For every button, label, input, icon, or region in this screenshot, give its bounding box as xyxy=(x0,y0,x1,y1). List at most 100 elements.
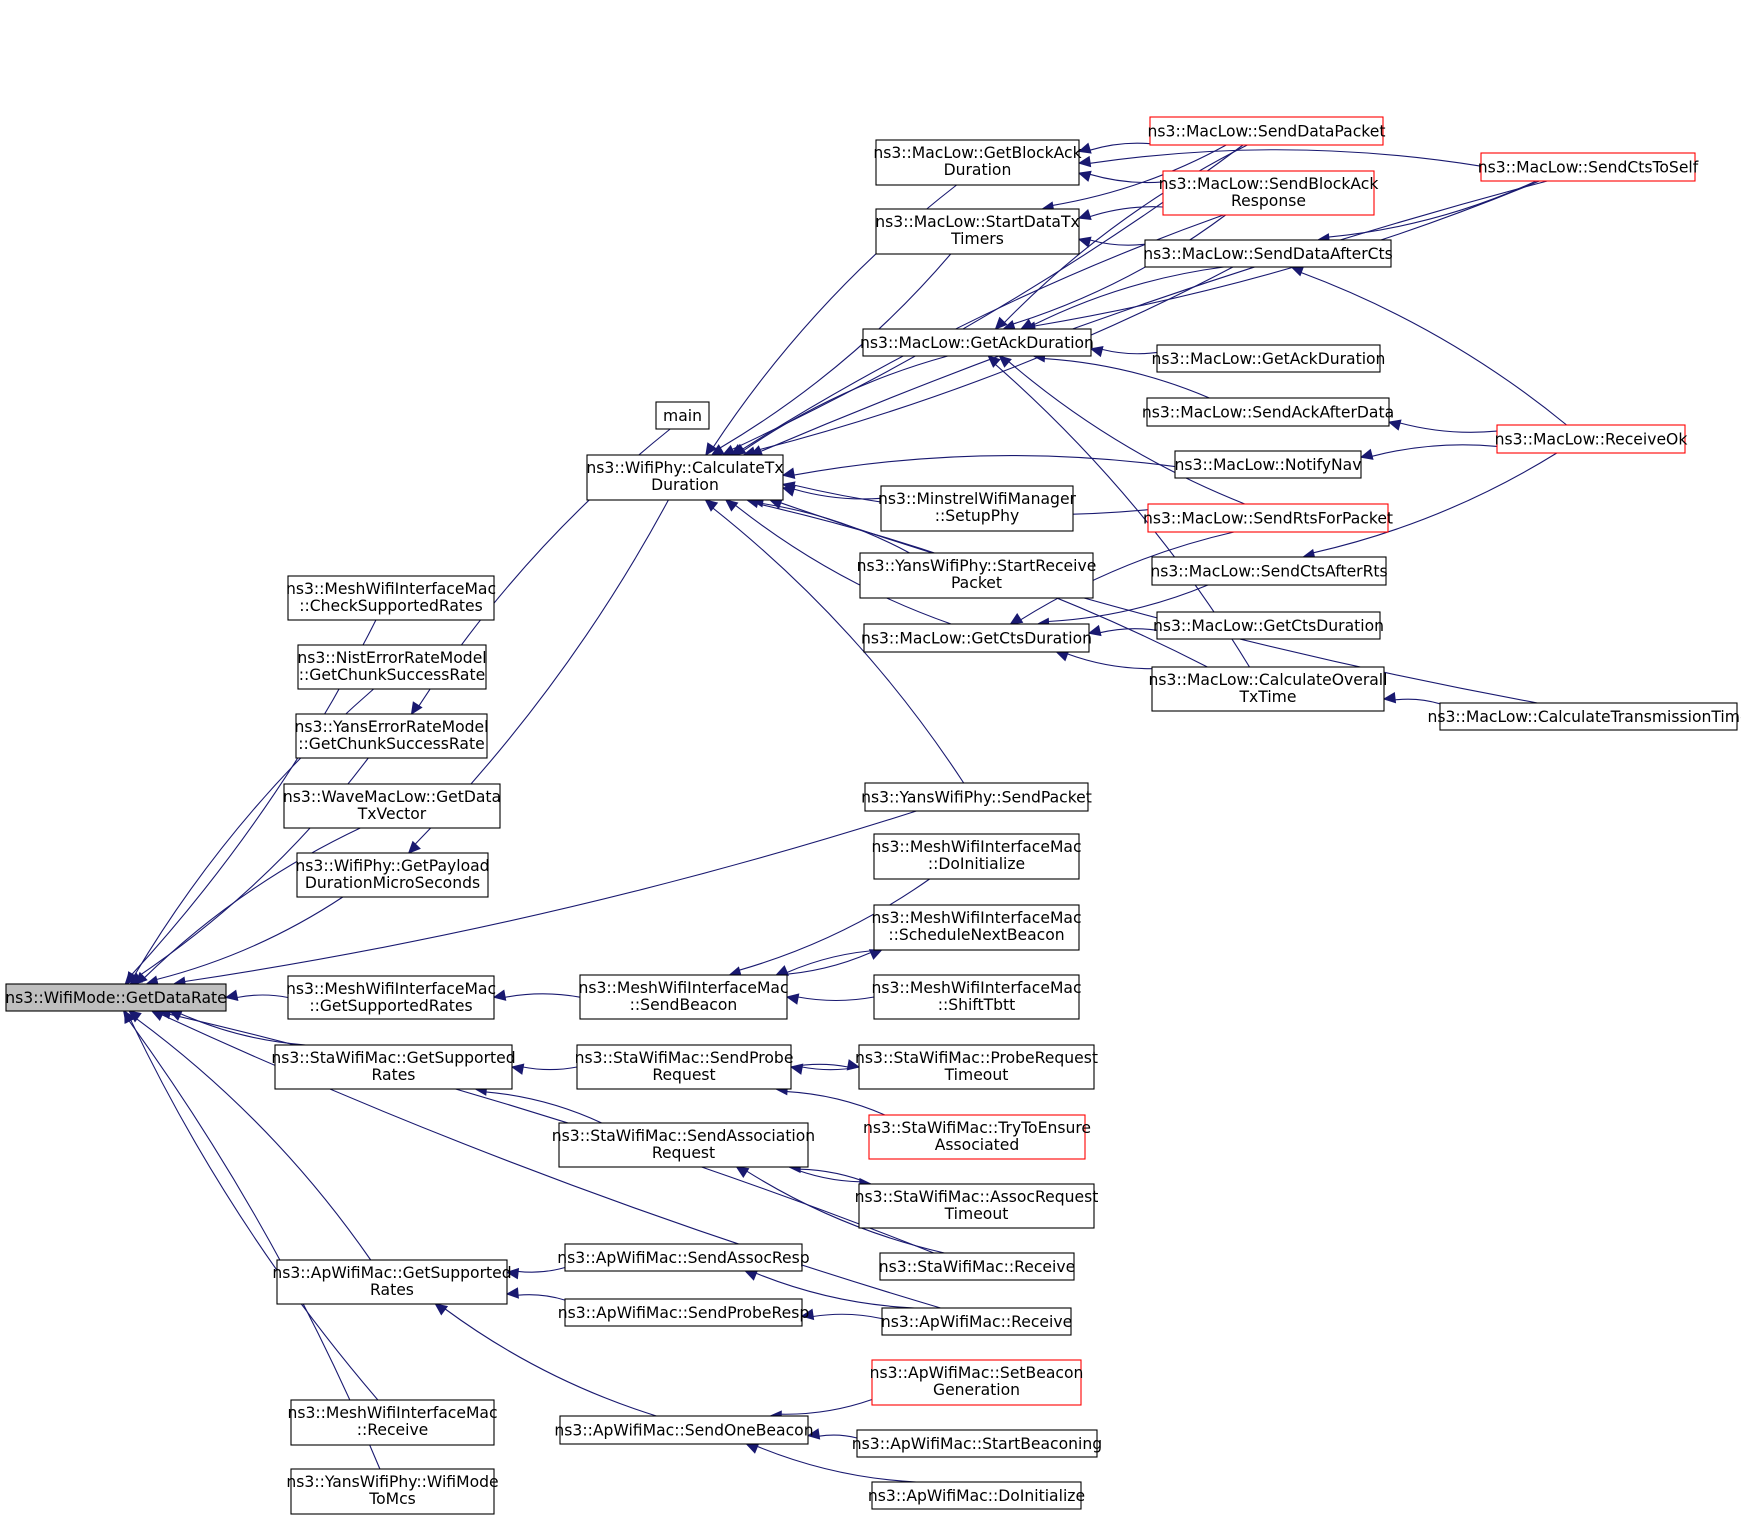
edge-line xyxy=(735,504,952,625)
edge-line xyxy=(1313,452,1558,554)
edge-line xyxy=(786,949,882,974)
function-node[interactable]: ns3::MacLow::SendCtsAfterRts xyxy=(1150,556,1388,586)
function-node[interactable]: ns3::MeshWifiInterfaceMac::GetSupportedR… xyxy=(286,975,496,1020)
function-node[interactable]: ns3::WifiPhy::GetPayloadDurationMicroSec… xyxy=(295,852,490,898)
node-label: main xyxy=(663,407,702,425)
node-box xyxy=(287,975,495,1020)
call-edge xyxy=(1055,650,1153,670)
function-node[interactable]: ns3::MeshWifiInterfaceMac::DoInitialize xyxy=(871,833,1082,880)
function-node[interactable]: ns3::ApWifiMac::SendProbeResp xyxy=(558,1298,810,1327)
function-node[interactable]: ns3::ApWifiMac::DoInitialize xyxy=(868,1481,1085,1510)
node-box xyxy=(1151,666,1385,712)
edge-arrowhead xyxy=(987,355,1001,368)
function-node[interactable]: ns3::ApWifiMac::GetSupportedRates xyxy=(272,1259,512,1305)
edge-line xyxy=(757,1445,917,1483)
edge-arrowhead xyxy=(781,481,796,493)
node-label: Request xyxy=(652,1144,715,1162)
function-node[interactable]: ns3::MacLow::SendDataAfterCts xyxy=(1143,239,1393,268)
function-node[interactable]: ns3::ApWifiMac::StartBeaconing xyxy=(852,1429,1102,1458)
edge-arrowhead xyxy=(410,701,423,716)
node-label: ns3::MeshWifiInterfaceMac xyxy=(287,1404,497,1422)
edge-arrowhead xyxy=(744,1269,759,1281)
function-node[interactable]: ns3::ApWifiMac::Receive xyxy=(881,1307,1072,1336)
call-edge xyxy=(1290,265,1567,426)
function-node[interactable]: ns3::MacLow::SendAckAfterData xyxy=(1142,397,1394,427)
node-box xyxy=(868,1114,1086,1160)
call-edge xyxy=(735,1166,945,1254)
function-node[interactable]: ns3::ApWifiMac::SendOneBeacon xyxy=(554,1415,814,1445)
edge-arrowhead xyxy=(505,1287,519,1299)
node-label: ns3::MacLow::CalculateTransmissionTime xyxy=(1427,708,1741,726)
edge-line xyxy=(1067,653,1153,670)
function-node[interactable]: ns3::MeshWifiInterfaceMac::ScheduleNextB… xyxy=(871,904,1082,951)
node-label: ns3::MacLow::GetAckDuration xyxy=(860,334,1094,352)
function-node[interactable]: ns3::MeshWifiInterfaceMac::Receive xyxy=(287,1399,498,1446)
edge-arrowhead xyxy=(1290,265,1305,277)
function-node[interactable]: ns3::MacLow::GetCtsDuration xyxy=(1153,611,1384,640)
root-node[interactable]: ns3::WifiMode::GetDataRate xyxy=(5,983,227,1012)
node-label: ns3::MacLow::StartDataTx xyxy=(875,213,1079,231)
function-node[interactable]: ns3::MacLow::SendRtsForPacket xyxy=(1143,503,1393,533)
function-node[interactable]: ns3::ApWifiMac::SendAssocResp xyxy=(557,1243,810,1272)
node-box xyxy=(879,1252,1075,1281)
edge-line xyxy=(743,355,948,451)
node-label: Timeout xyxy=(944,1066,1009,1084)
node-label: ns3::StaWifiMac::ProbeRequest xyxy=(855,1049,1098,1067)
node-label: ::ShiftTbtt xyxy=(938,996,1016,1014)
node-label: ns3::MacLow::SendCtsToSelf xyxy=(1478,159,1699,177)
node-box xyxy=(1147,503,1389,533)
node-label: ns3::MeshWifiInterfaceMac xyxy=(871,909,1081,927)
edge-line xyxy=(1371,444,1498,457)
node-box xyxy=(858,1183,1095,1229)
function-node[interactable]: ns3::MacLow::GetCtsDuration xyxy=(861,623,1092,653)
node-box xyxy=(564,1243,803,1272)
edge-line xyxy=(760,180,1548,452)
function-node[interactable]: ns3::StaWifiMac::Receive xyxy=(879,1252,1075,1281)
node-box xyxy=(1144,239,1392,268)
function-node[interactable]: ns3::MeshWifiInterfaceMac::CheckSupporte… xyxy=(286,575,496,621)
node-box xyxy=(1156,344,1381,373)
function-node[interactable]: ns3::YansErrorRateModel::GetChunkSuccess… xyxy=(295,713,489,759)
node-box xyxy=(290,1399,495,1446)
function-node[interactable]: ns3::MeshWifiInterfaceMac::ShiftTbtt xyxy=(871,974,1082,1020)
node-box xyxy=(871,1481,1082,1510)
function-node[interactable]: main xyxy=(655,401,710,430)
function-node[interactable]: ns3::MacLow::GetAckDuration xyxy=(1152,344,1386,373)
edge-arrowhead xyxy=(806,1428,821,1440)
function-node[interactable]: ns3::YansWifiPhy::SendPacket xyxy=(861,782,1092,812)
edge-line xyxy=(517,1294,566,1301)
call-edge xyxy=(998,355,1246,505)
edge-arrowhead xyxy=(434,1303,449,1316)
node-label: ns3::MacLow::GetCtsDuration xyxy=(1153,617,1384,635)
node-box xyxy=(881,1307,1072,1336)
edge-line xyxy=(780,502,1538,704)
call-edge xyxy=(134,827,361,985)
call-edge xyxy=(510,1063,578,1075)
node-label: ns3::MacLow::SendRtsForPacket xyxy=(1143,510,1393,528)
function-node[interactable]: ns3::StaWifiMac::GetSupportedRates xyxy=(271,1044,516,1090)
function-node[interactable]: ns3::MinstrelWifiManager::SetupPhy xyxy=(878,485,1077,532)
function-node[interactable]: ns3::MacLow::SendCtsToSelf xyxy=(1478,152,1699,182)
function-node[interactable]: ns3::MeshWifiInterfaceMac::SendBeacon xyxy=(578,974,789,1020)
function-node[interactable]: ns3::MacLow::NotifyNav xyxy=(1174,450,1362,479)
function-node[interactable]: ns3::MacLow::CalculateTransmissionTime xyxy=(1427,702,1741,731)
function-node[interactable]: ns3::NistErrorRateModel::GetChunkSuccess… xyxy=(297,644,487,690)
function-node[interactable]: ns3::MacLow::ReceiveOk xyxy=(1495,424,1688,454)
function-node[interactable]: ns3::MacLow::GetAckDuration xyxy=(860,328,1094,357)
function-node[interactable]: ns3::MacLow::SendDataPacket xyxy=(1148,116,1386,146)
